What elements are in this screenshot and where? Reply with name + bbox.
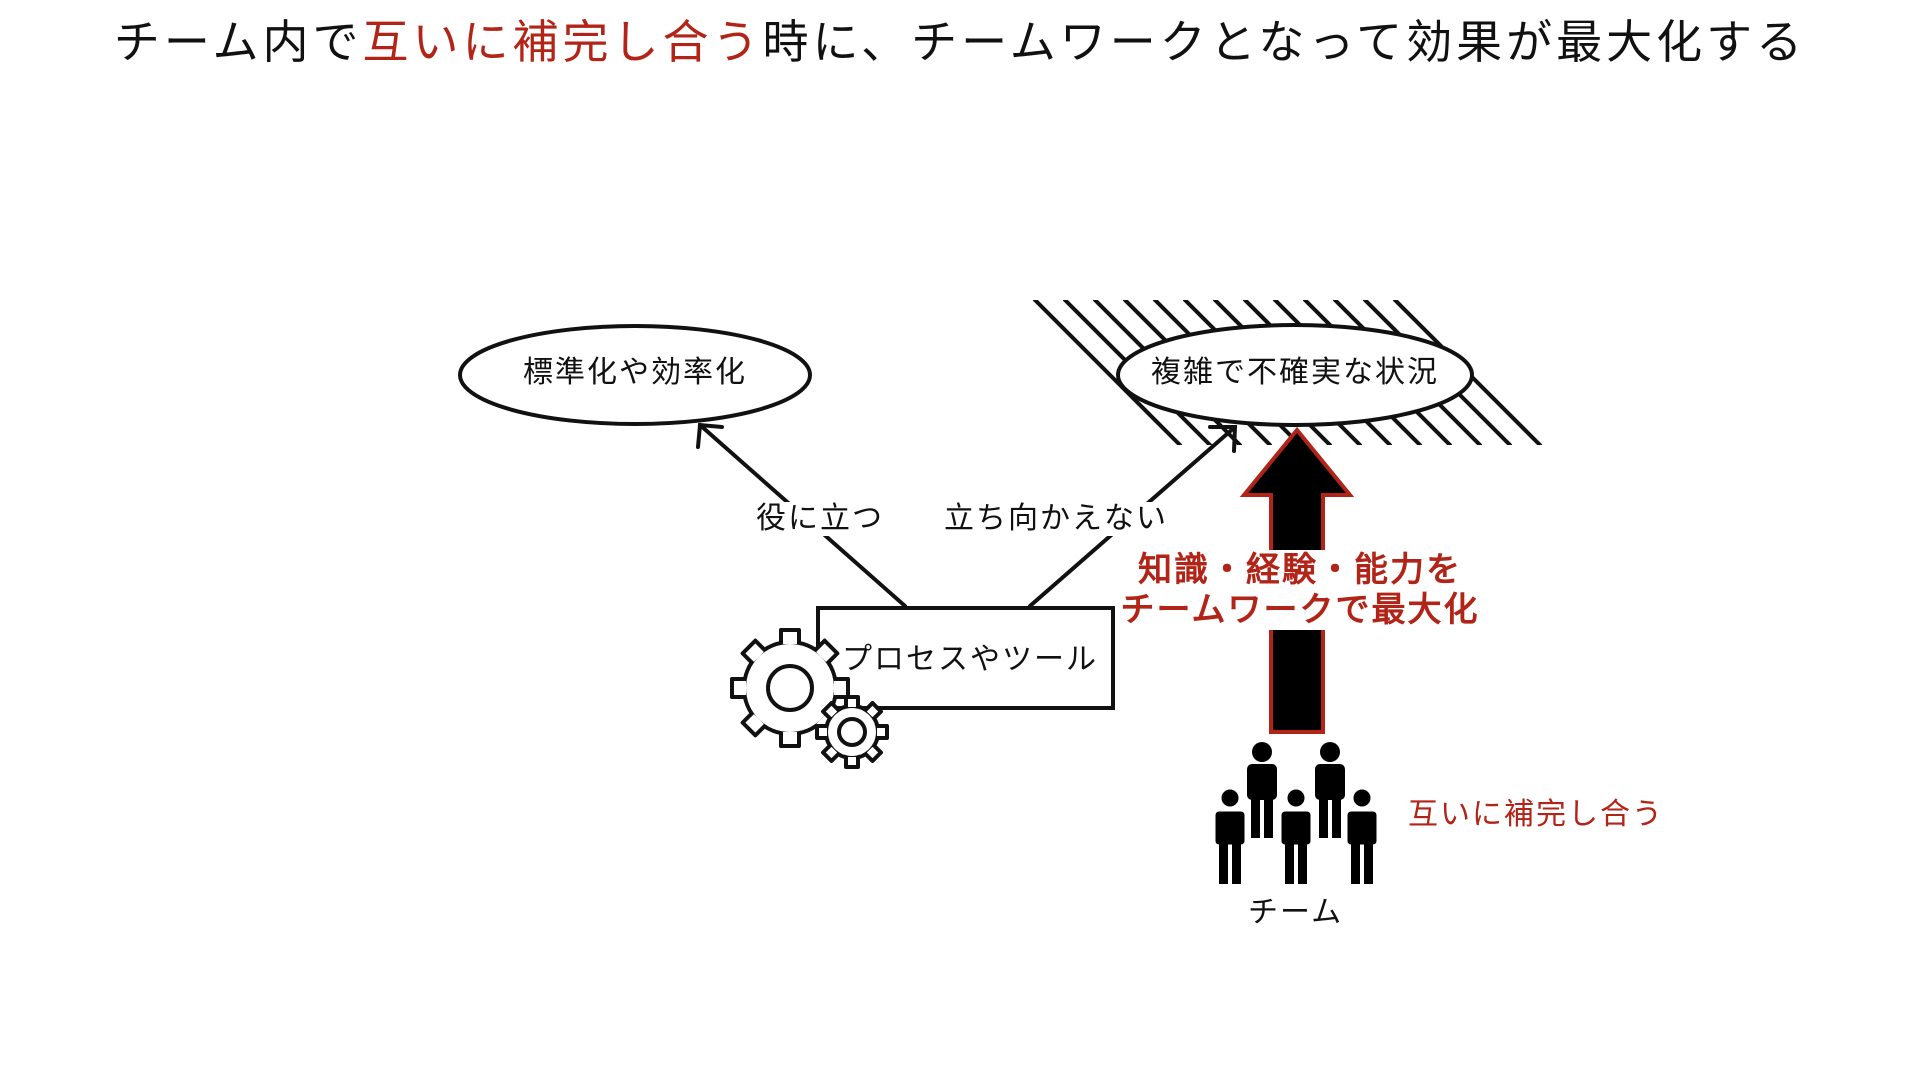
page-title: チーム内で互いに補完し合う時に、チームワークとなって効果が最大化する	[0, 6, 1920, 72]
team-arrow-label-line1: 知識・経験・能力を	[1134, 550, 1466, 590]
title-prefix: チーム内で	[113, 15, 363, 69]
team-people-icon	[1212, 742, 1380, 884]
complex-situation-label: 複雑で不確実な状況	[1151, 355, 1439, 390]
standardization-label: 標準化や効率化	[523, 355, 747, 390]
team-arrow-label: 知識・経験・能力を チームワークで最大化	[1110, 550, 1490, 630]
title-suffix: 時に、チームワークとなって効果が最大化する	[762, 15, 1807, 69]
useful-label: 役に立つ	[752, 502, 888, 536]
standardization-ellipse	[458, 324, 812, 426]
process-tools-box	[816, 606, 1115, 710]
cannot-face-label: 立ち向かえない	[940, 502, 1172, 536]
process-tools-label: プロセスやツール	[842, 642, 1098, 677]
team-arrow-label-line2: チームワークで最大化	[1116, 590, 1484, 630]
gears-icon	[730, 628, 889, 769]
title-highlight: 互いに補完し合う	[362, 15, 763, 69]
team-label: チーム	[1248, 895, 1344, 930]
complex-situation-ellipse	[1116, 323, 1474, 427]
complement-label: 互いに補完し合う	[1408, 797, 1664, 832]
